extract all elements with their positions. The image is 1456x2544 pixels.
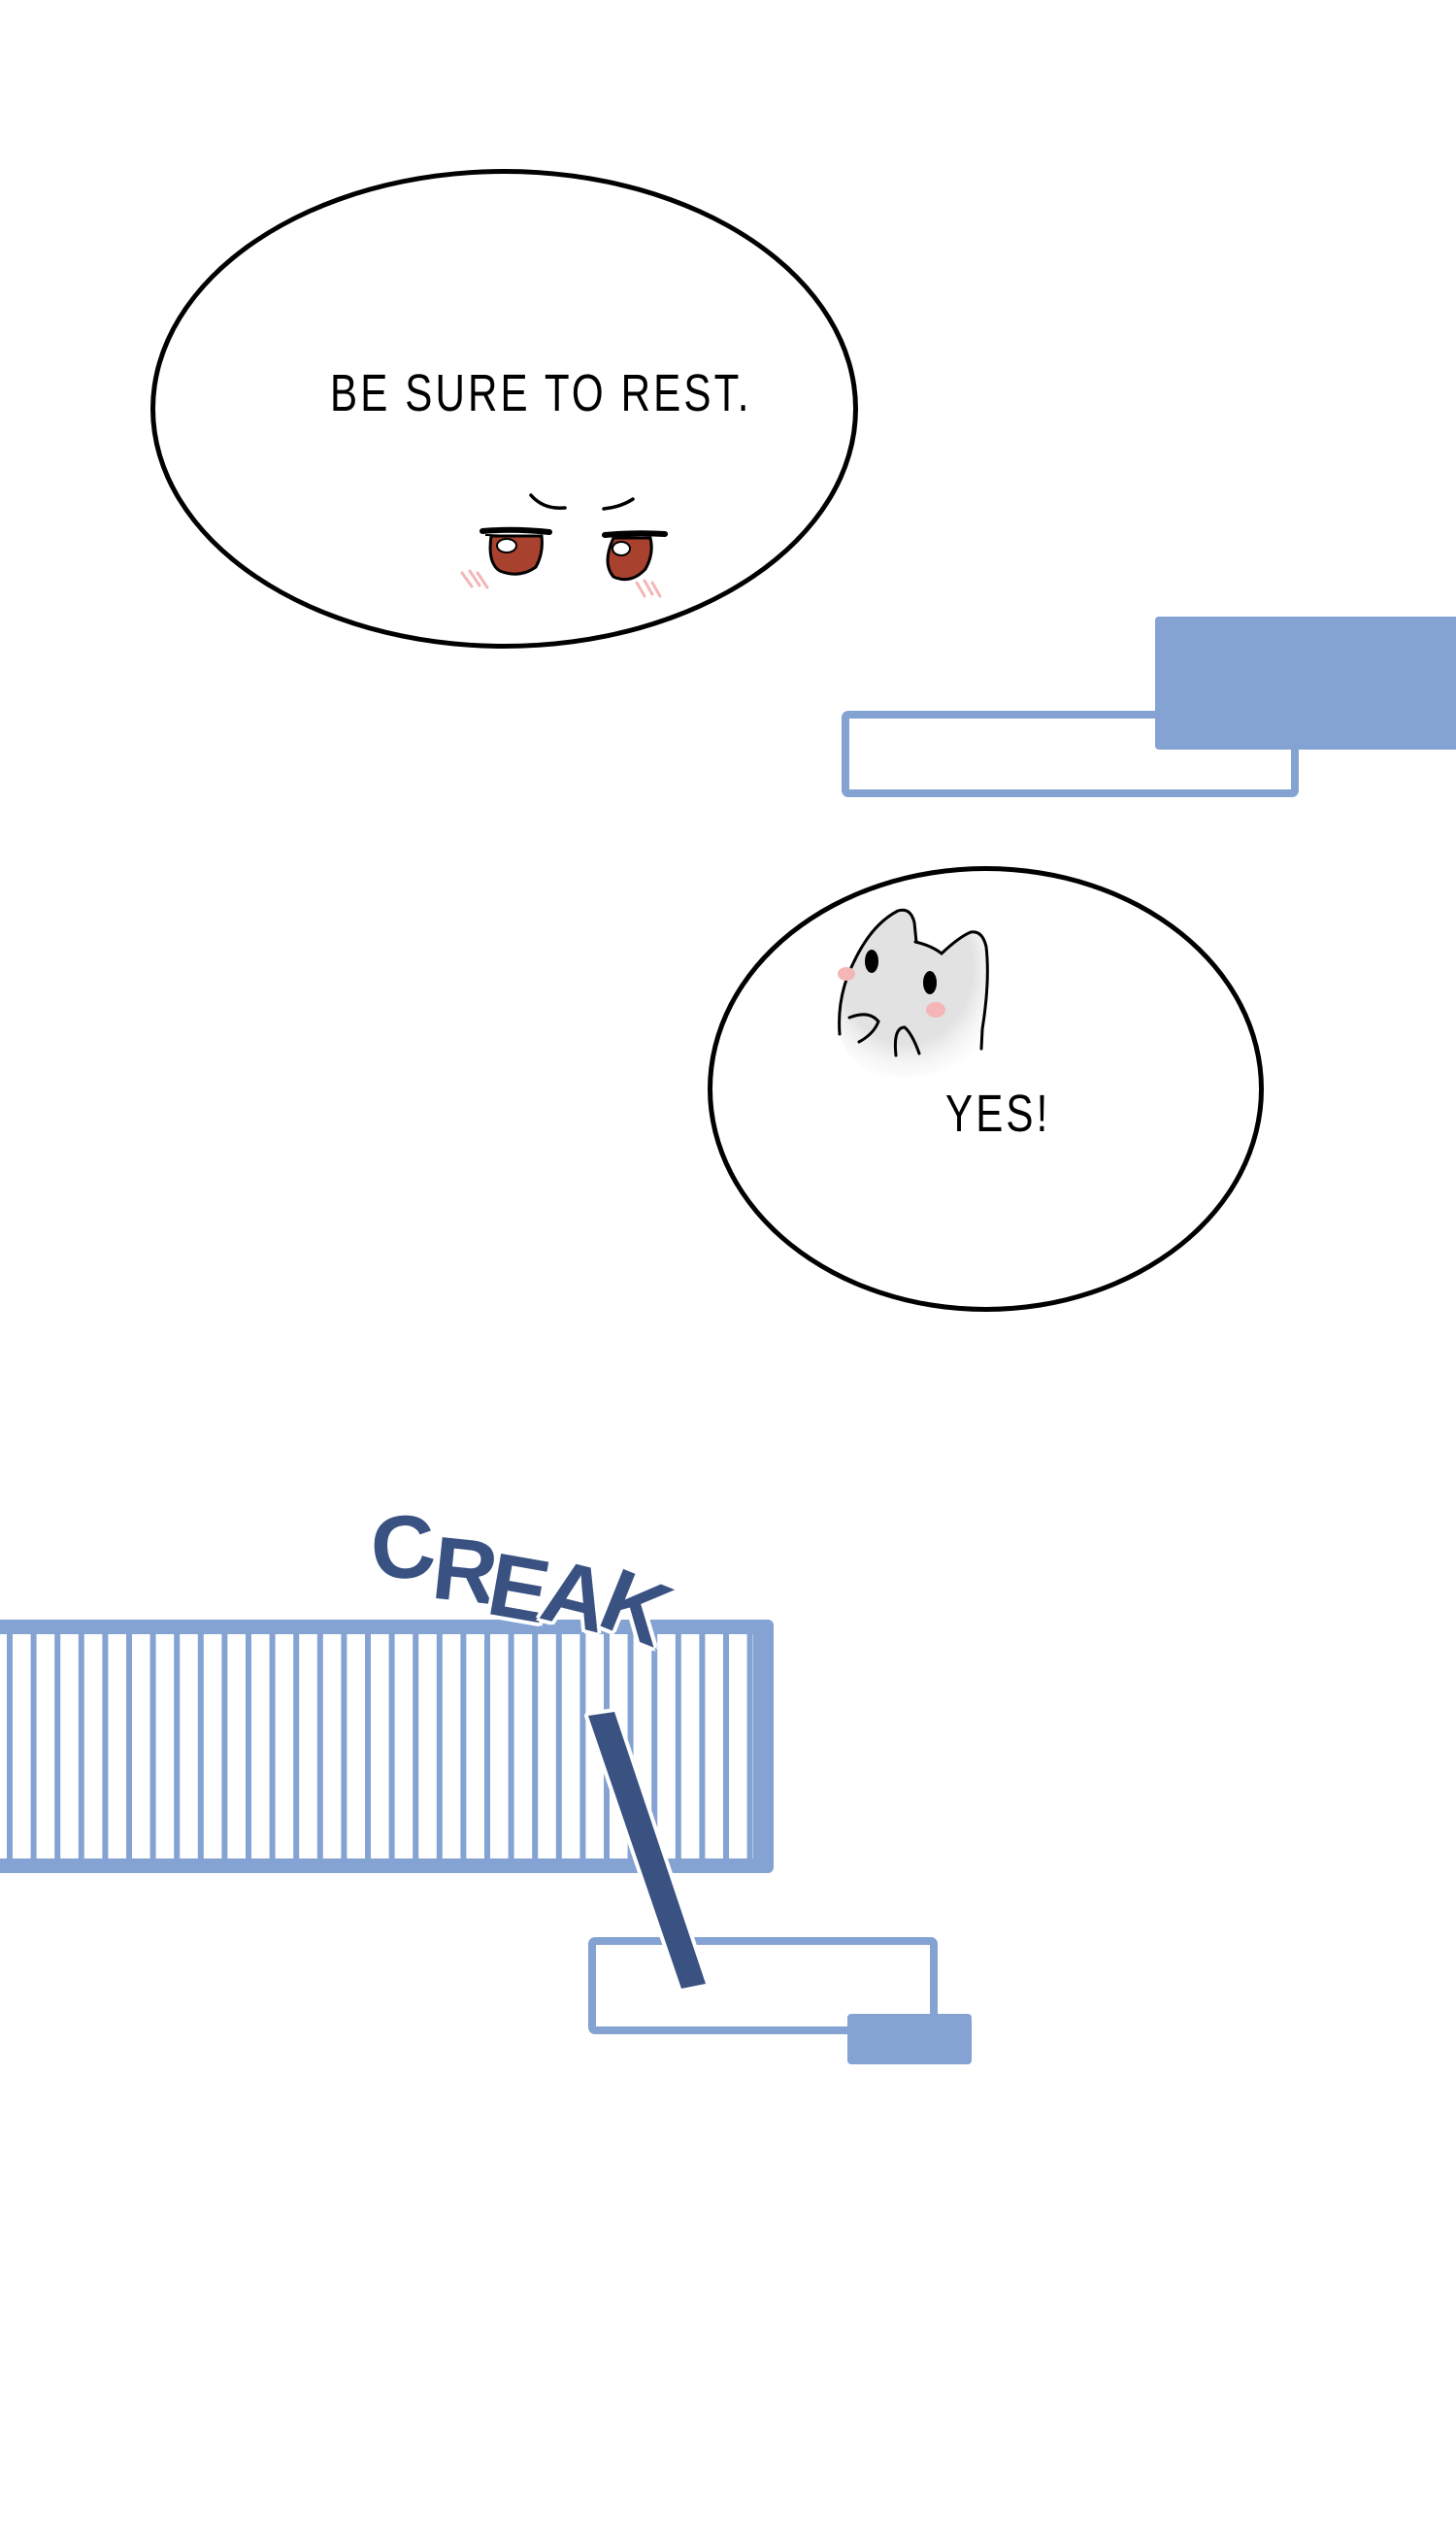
- panel-frame-outline-1: [842, 711, 1299, 797]
- sfx-letter-c: C: [367, 1495, 439, 1600]
- panel-frame-fill-2: [847, 2014, 972, 2064]
- angry-face-icon: [460, 493, 668, 598]
- panel-frame-outline-2: [588, 1937, 938, 2034]
- cat-head-icon: [838, 908, 989, 1078]
- bubble-1-text: BE SURE TO REST.: [330, 364, 752, 422]
- gate-icon: [0, 1620, 774, 1873]
- bubble-2-text: YES!: [945, 1085, 1051, 1143]
- panel-frame-fill-1: [1155, 617, 1456, 750]
